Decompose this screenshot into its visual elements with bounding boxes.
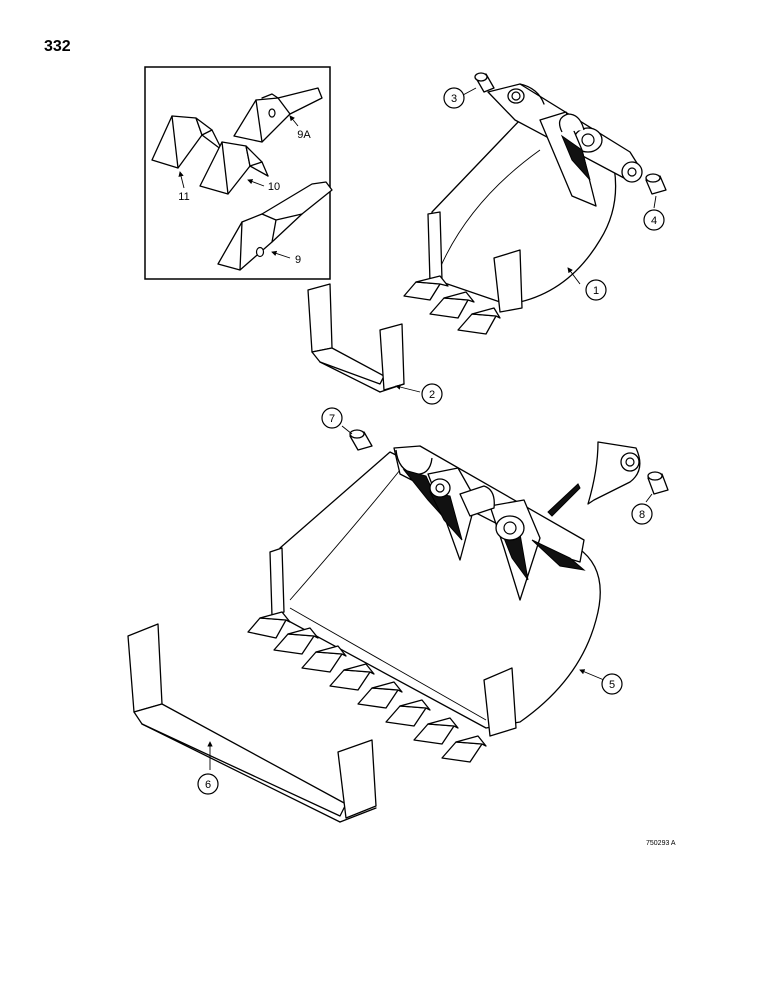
large-bucket-teeth bbox=[247, 611, 487, 763]
label-11: 11 bbox=[178, 191, 189, 203]
tooth-tip-11 bbox=[151, 115, 223, 169]
bushing-left-large bbox=[349, 429, 373, 451]
tooth-9 bbox=[217, 181, 333, 271]
callout-3: 3 bbox=[443, 87, 465, 109]
small-side-cutter bbox=[307, 283, 405, 393]
callout-4: 4 bbox=[643, 209, 665, 231]
small-bucket bbox=[403, 83, 643, 335]
callout-8: 8 bbox=[631, 503, 653, 525]
callout-1: 1 bbox=[585, 279, 607, 301]
label-10: 10 bbox=[268, 181, 280, 193]
svg-text:5: 5 bbox=[609, 679, 615, 691]
tooth-9a bbox=[233, 87, 323, 143]
callout-leaders bbox=[207, 87, 657, 770]
large-bucket bbox=[247, 445, 601, 763]
callout-7: 7 bbox=[321, 407, 343, 429]
svg-text:6: 6 bbox=[205, 779, 211, 791]
figure-code: 750293 A bbox=[646, 840, 676, 847]
callout-2: 2 bbox=[421, 383, 443, 405]
bushing-left-small bbox=[474, 72, 495, 93]
svg-text:3: 3 bbox=[451, 93, 457, 105]
bushing-right-large bbox=[647, 471, 669, 495]
svg-text:4: 4 bbox=[651, 215, 657, 227]
svg-text:1: 1 bbox=[593, 285, 599, 297]
bushing-right-small bbox=[645, 173, 667, 195]
callout-5: 5 bbox=[601, 673, 623, 695]
svg-text:7: 7 bbox=[329, 413, 335, 425]
page-number: 332 bbox=[44, 38, 71, 55]
large-side-cutter bbox=[127, 623, 377, 823]
svg-text:8: 8 bbox=[639, 509, 645, 521]
label-9a: 9A bbox=[297, 129, 311, 141]
small-bucket-teeth bbox=[403, 275, 501, 335]
callout-6: 6 bbox=[197, 773, 219, 795]
inset-box: 9A 10 11 9 bbox=[144, 66, 333, 280]
svg-text:2: 2 bbox=[429, 389, 435, 401]
label-9: 9 bbox=[295, 254, 301, 266]
adapter-10 bbox=[199, 141, 269, 195]
large-bucket-ear-plate bbox=[547, 441, 641, 517]
